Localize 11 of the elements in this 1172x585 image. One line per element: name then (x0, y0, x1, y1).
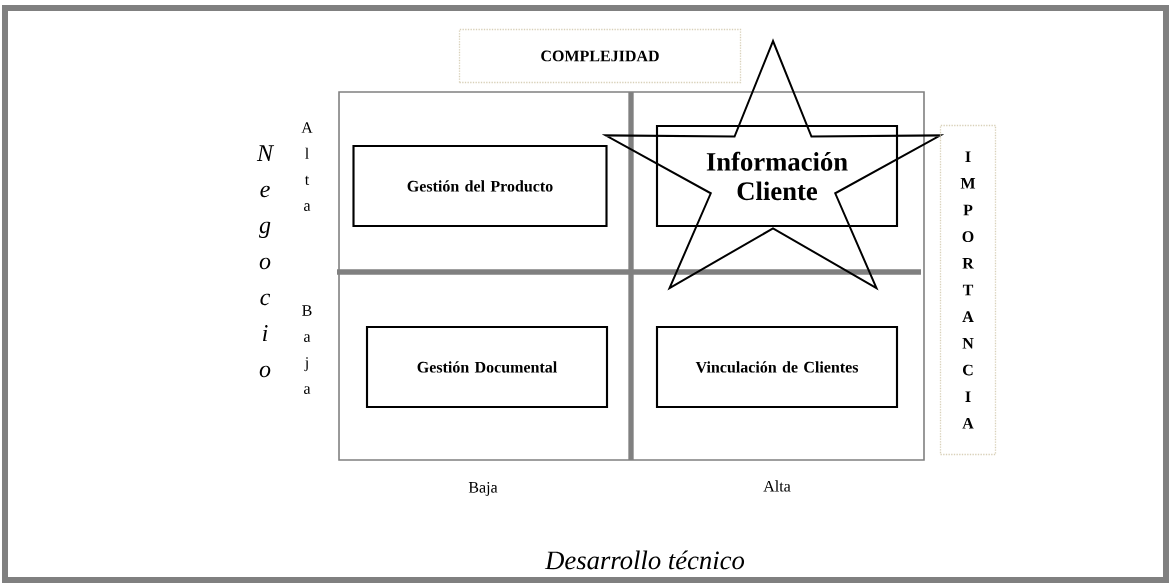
heading-box: IMPORTANCIA (939, 124, 997, 456)
process-box: Gestión del Producto (352, 144, 608, 228)
scale-label: Alta (763, 480, 791, 492)
scale-label: Alta (301, 122, 313, 211)
scale-label: Baja (302, 305, 312, 394)
axis-label: Desarrollo técnico (544, 550, 745, 570)
axis-label: Negocio (256, 145, 275, 378)
heading-box: COMPLEJIDAD (458, 28, 742, 84)
process-box: Gestión Documental (365, 325, 609, 409)
process-box: Vinculación de Clientes (655, 325, 899, 409)
scale-label: Baja (468, 482, 498, 496)
